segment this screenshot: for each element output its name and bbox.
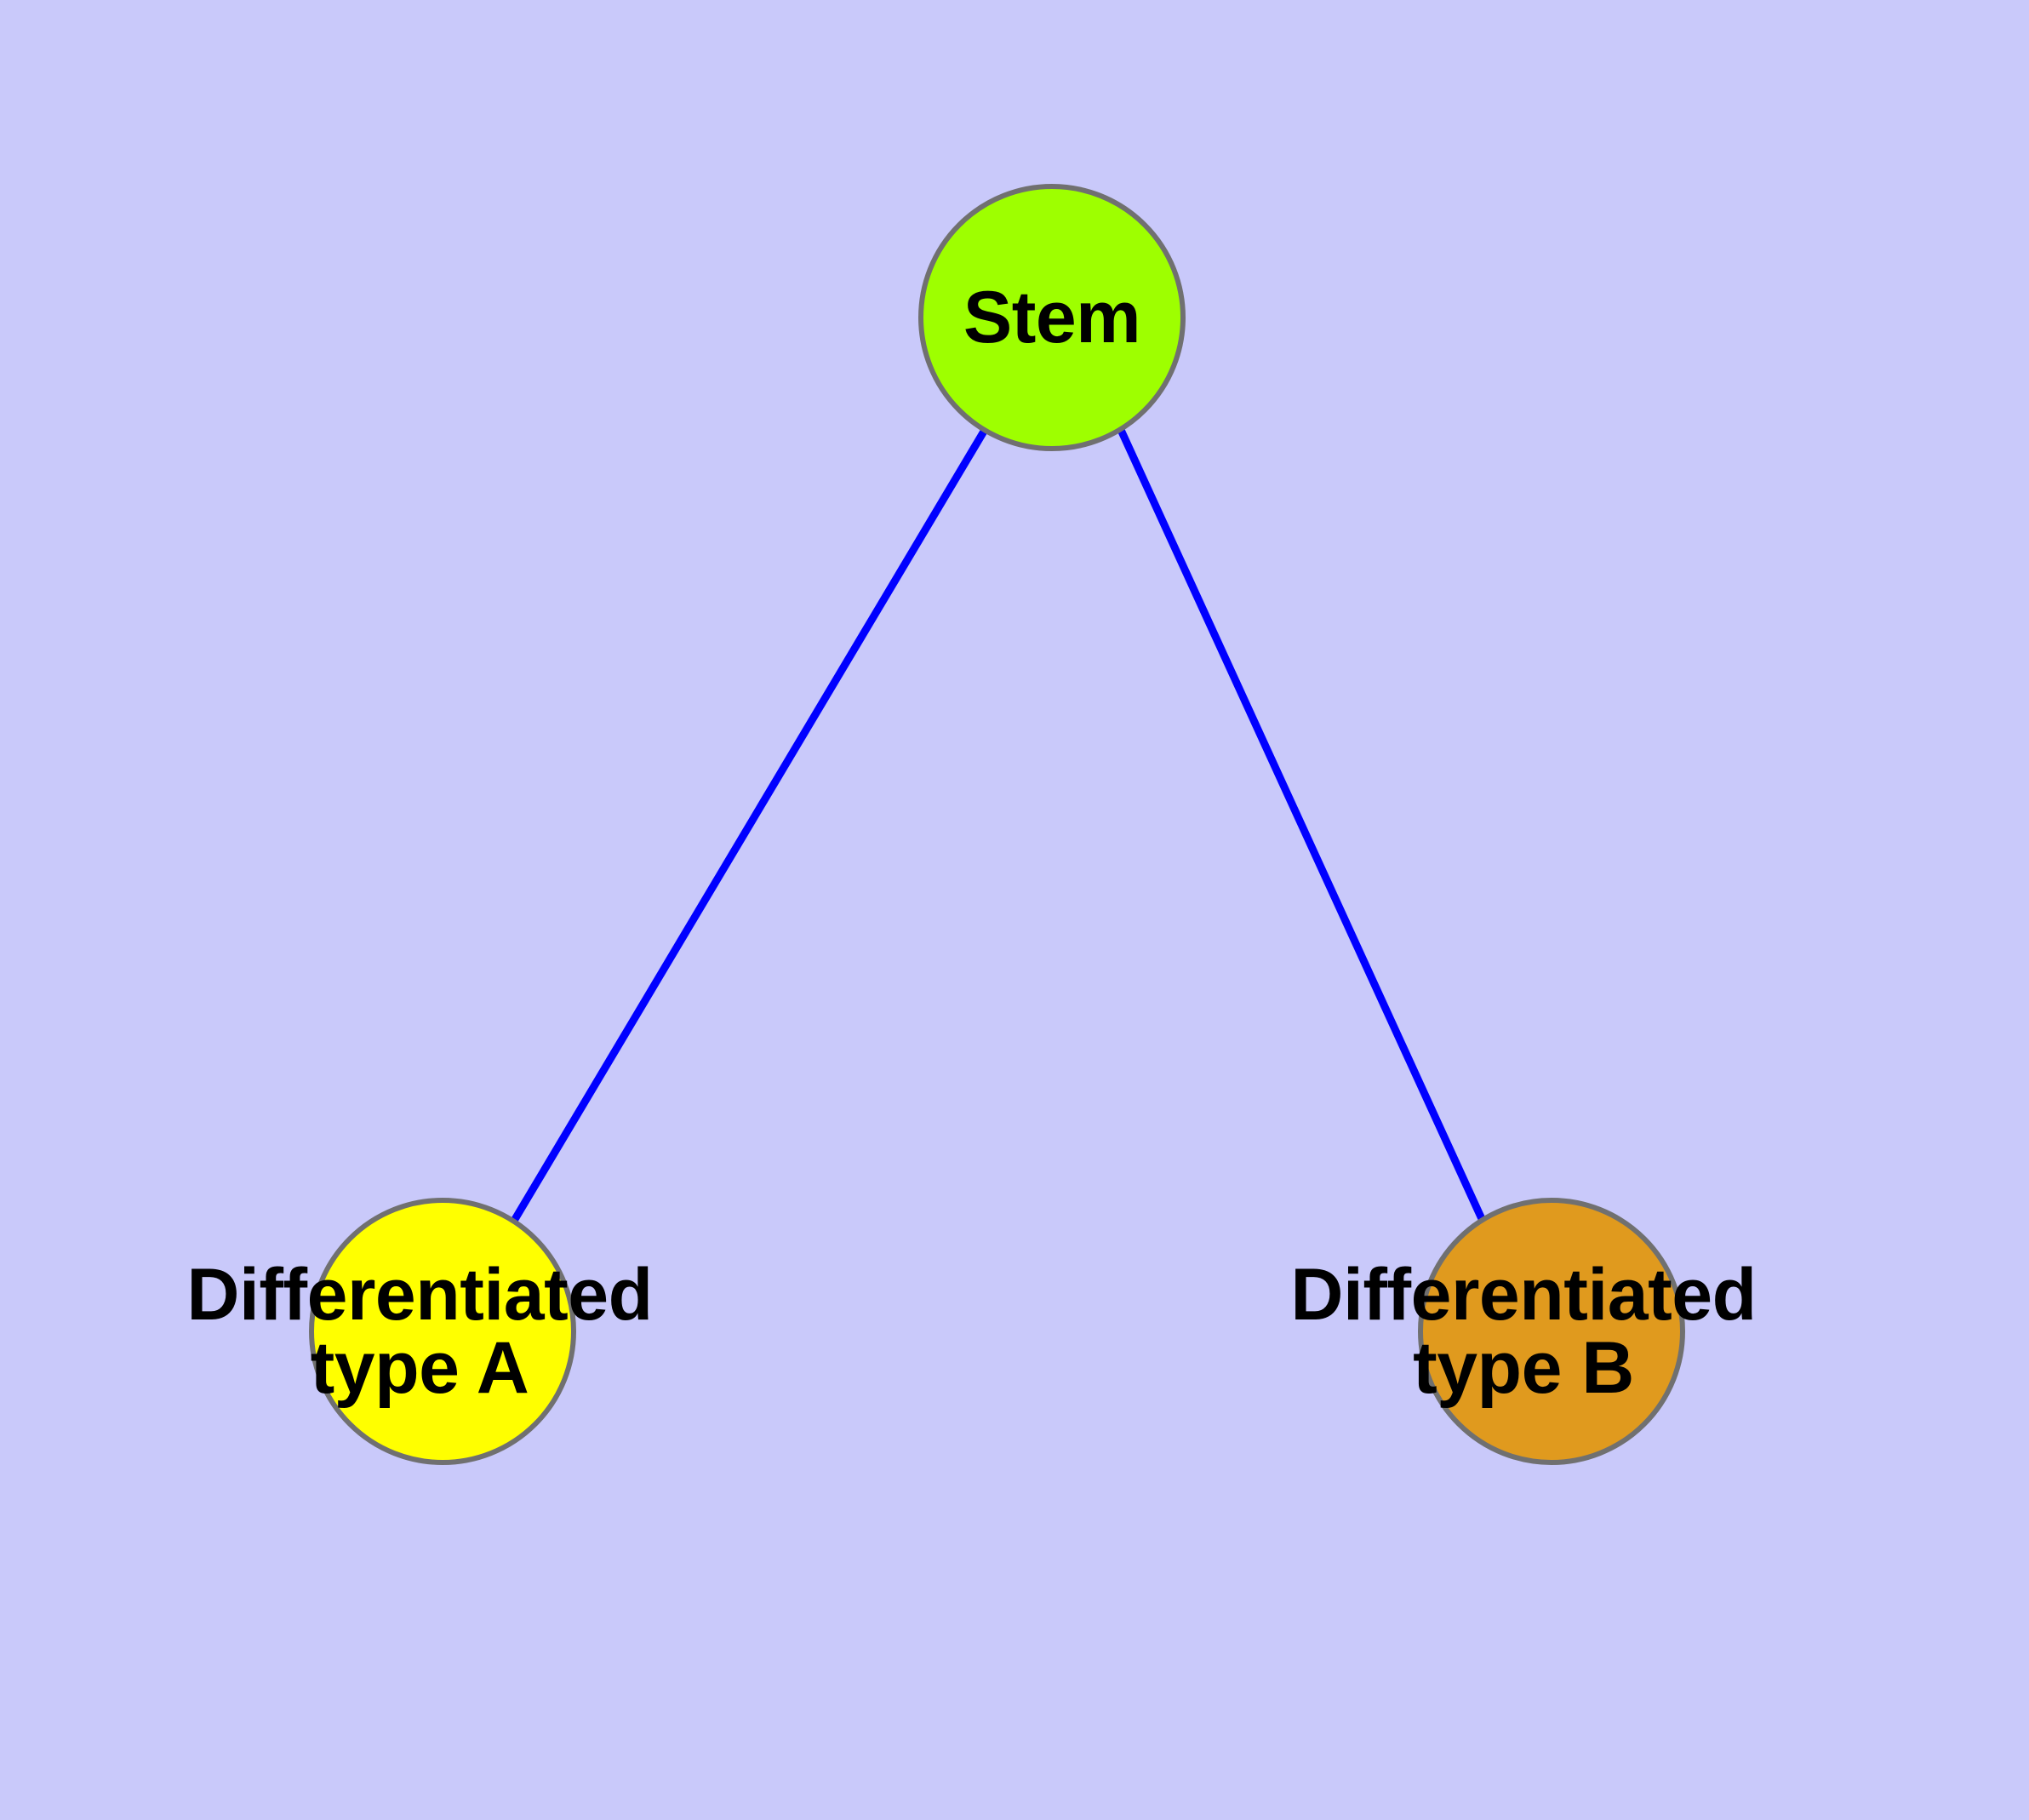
graph-edge-stem-to-diff_b — [1117, 428, 1487, 1222]
graph-edge-stem-to-diff_a — [511, 427, 988, 1223]
graph-node-diff_a[interactable] — [309, 1198, 576, 1465]
graph-node-stem[interactable] — [918, 184, 1186, 451]
node-layer — [309, 184, 1685, 1465]
graph-node-diff_b[interactable] — [1418, 1198, 1685, 1465]
edge-layer — [511, 427, 1487, 1223]
